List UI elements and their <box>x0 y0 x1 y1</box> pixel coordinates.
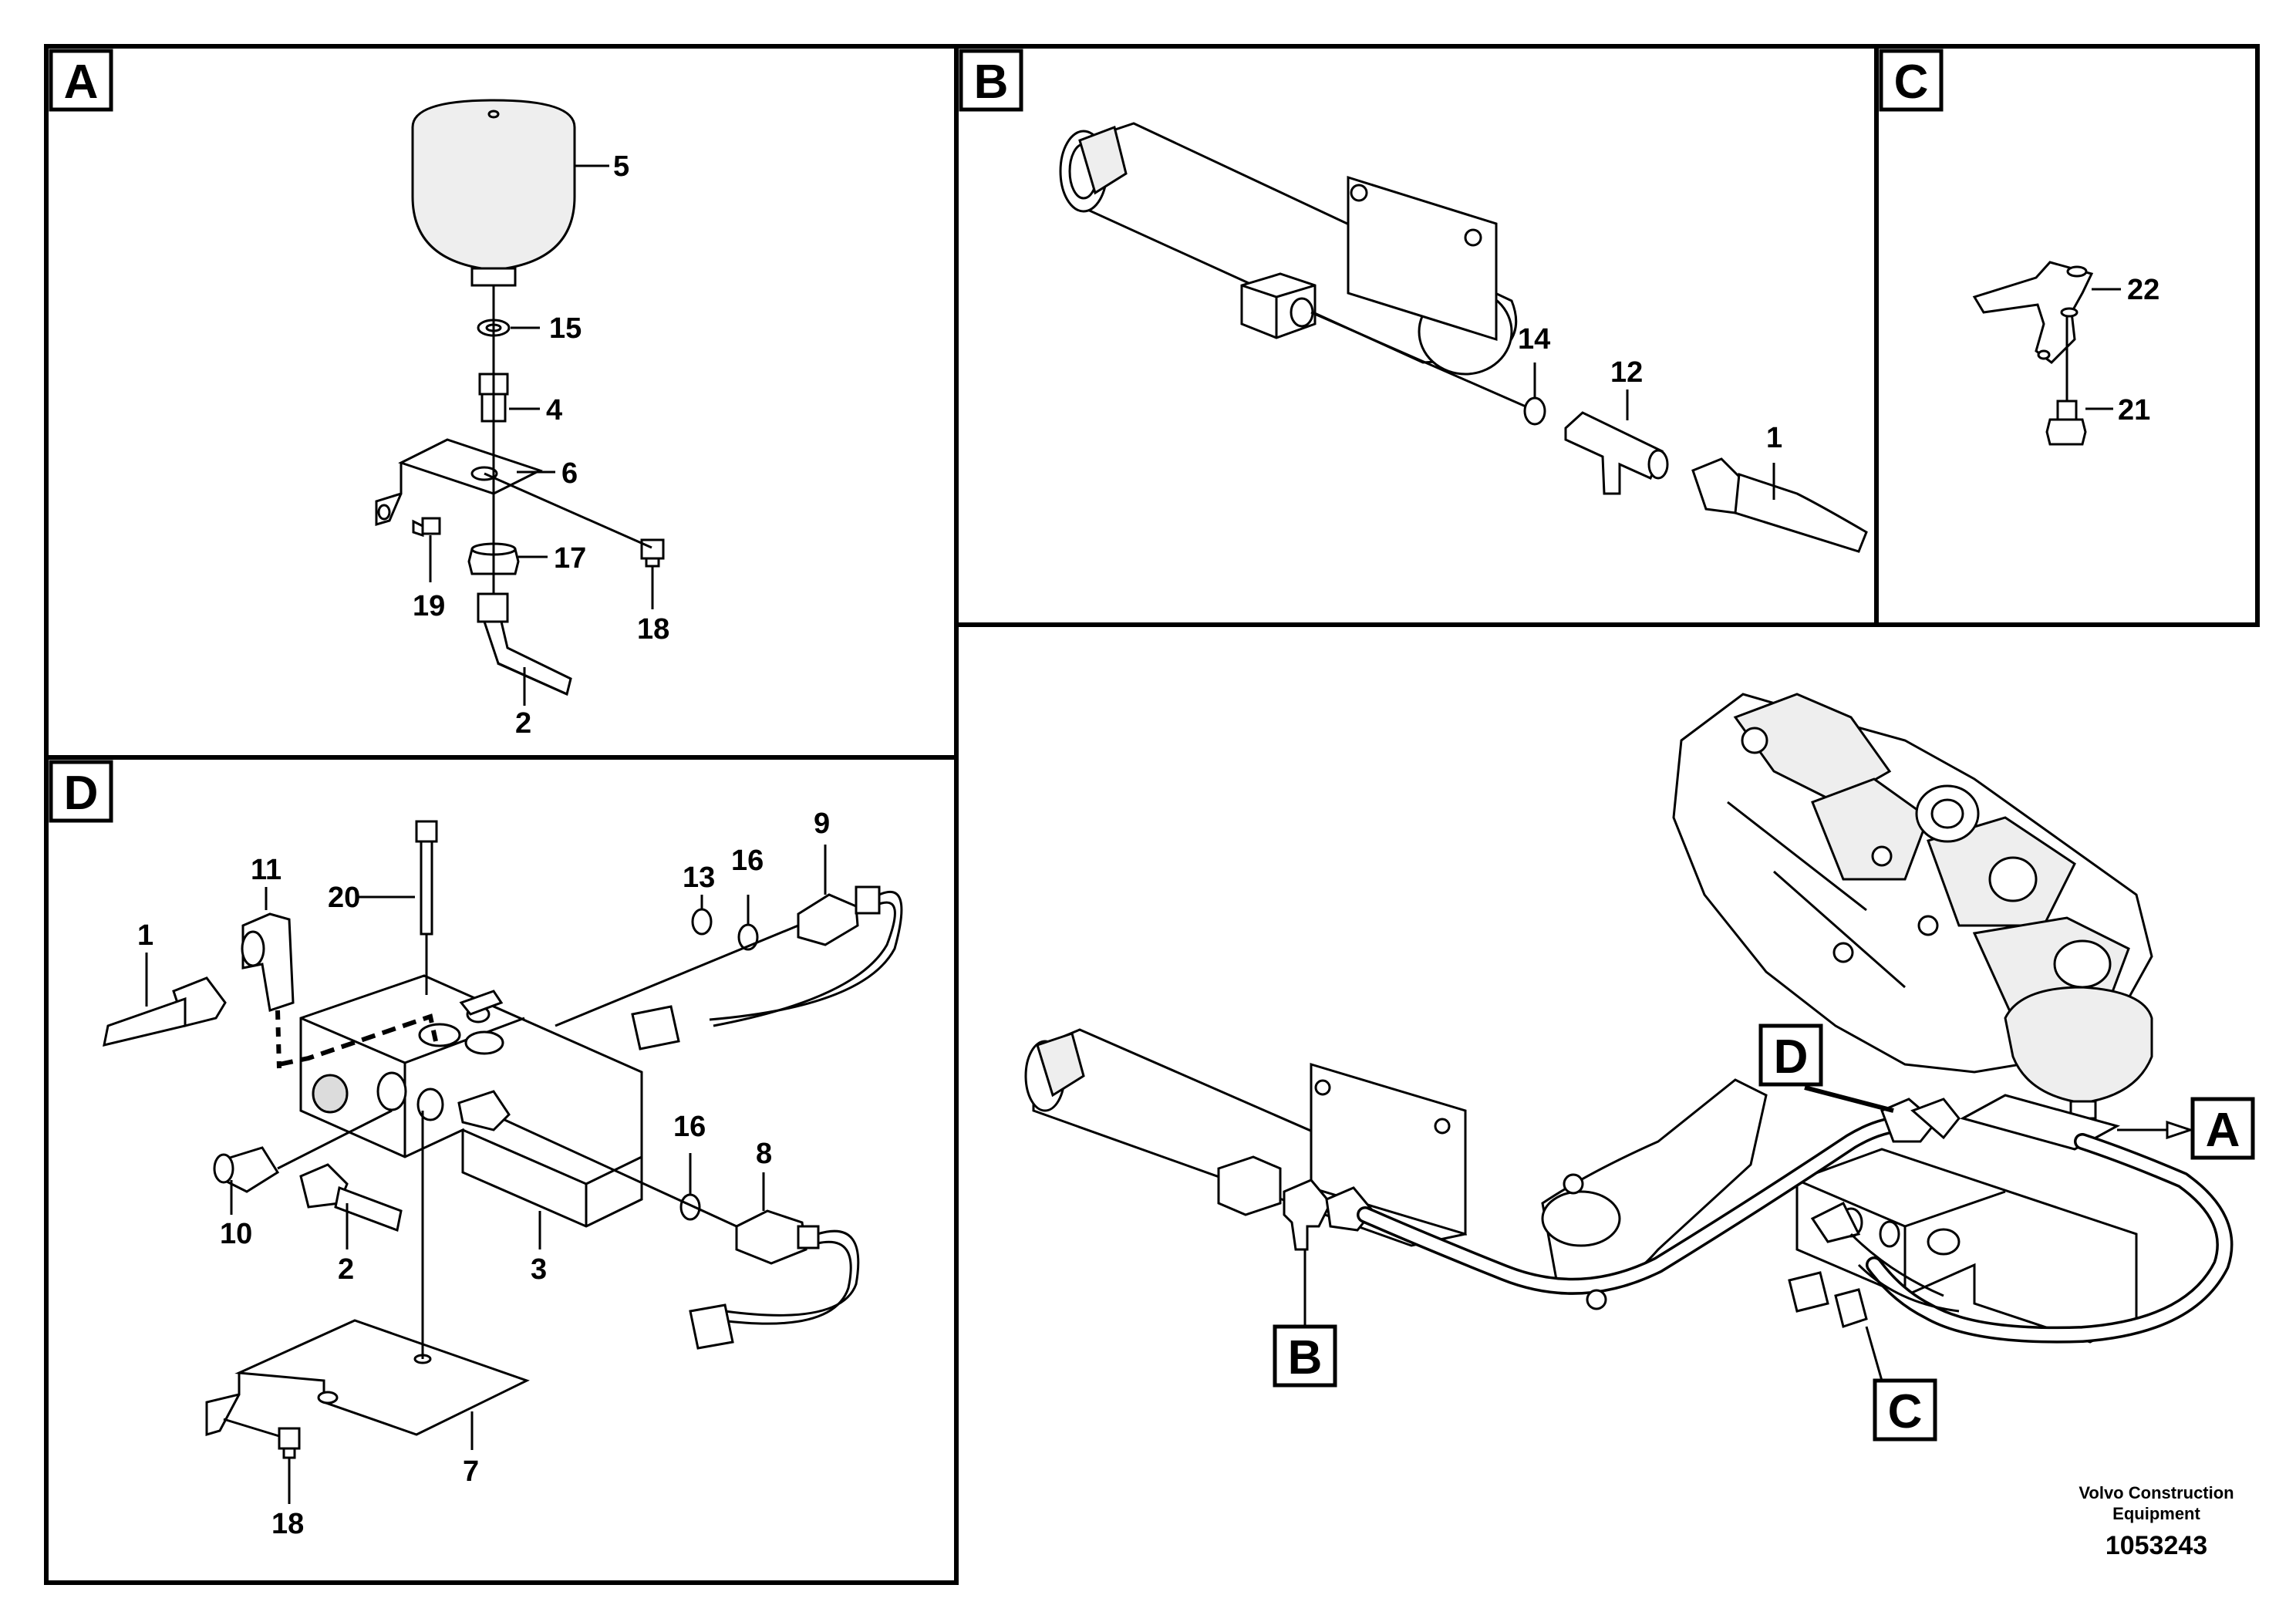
overview-valve-block <box>1795 1148 2138 1344</box>
sensor-part-8 <box>735 1209 807 1265</box>
callout-d-10: 10 <box>220 1218 252 1250</box>
overview-accumulator <box>2004 986 2153 1104</box>
panel-b-letter: B <box>959 49 1023 112</box>
callout-a-4: 4 <box>546 394 562 427</box>
panel-b-drawing: 14 12 1 <box>1059 122 1868 553</box>
bolt-d-part-18 <box>278 1427 301 1450</box>
footer: Volvo Construction Equipment 1053243 <box>2079 1483 2234 1560</box>
sensor-part-9 <box>797 893 859 946</box>
bolt-part-18 <box>640 538 665 560</box>
tee-fitting-part-12 <box>1564 411 1664 495</box>
svg-text:A: A <box>64 56 99 109</box>
callout-b-14: 14 <box>1518 323 1550 356</box>
company-line-2: Equipment <box>2112 1504 2200 1523</box>
panel-d-letter: D <box>49 760 113 823</box>
callout-d-1: 1 <box>137 919 153 952</box>
panel-c-drawing: 22 21 <box>1972 261 2159 446</box>
svg-text:B: B <box>1288 1331 1323 1384</box>
o-ring-part-13 <box>691 908 713 936</box>
bolt-part-20 <box>415 820 438 843</box>
svg-text:C: C <box>1888 1385 1923 1438</box>
callout-d-16a: 16 <box>731 845 764 877</box>
callout-d-20: 20 <box>328 882 360 914</box>
o-ring-part-14 <box>1523 396 1546 426</box>
panel-c-letter: C <box>1879 49 1944 112</box>
plate-part-7 <box>234 1319 530 1436</box>
svg-text:D: D <box>1774 1030 1809 1084</box>
washer-part-16b <box>679 1193 701 1221</box>
callout-c-22: 22 <box>2127 274 2159 306</box>
callout-a-18: 18 <box>637 613 669 646</box>
panel-a-letter: A <box>49 49 113 112</box>
callout-b-1: 1 <box>1766 422 1782 454</box>
overview-marker-c: C <box>1873 1378 1937 1442</box>
callout-d-11: 11 <box>251 854 282 886</box>
panel-a-drawing: 5 15 4 6 17 18 19 2 <box>375 99 669 740</box>
callout-a-5: 5 <box>613 150 629 183</box>
svg-text:C: C <box>1894 56 1929 109</box>
callout-d-9: 9 <box>814 808 830 840</box>
overview-marker-a: A <box>2190 1097 2255 1160</box>
callout-d-13: 13 <box>683 862 715 894</box>
panel-d-drawing: 1 11 20 13 16 9 16 8 10 2 3 7 18 <box>103 808 903 1540</box>
drawing-number: 1053243 <box>2106 1531 2207 1560</box>
callout-a-2: 2 <box>515 707 531 740</box>
callout-a-19: 19 <box>413 590 445 622</box>
bracket-part-6 <box>375 438 543 527</box>
callout-d-2: 2 <box>338 1253 354 1286</box>
mount-plate <box>1347 175 1498 342</box>
bolt-part-21 <box>2056 400 2078 421</box>
svg-text:B: B <box>974 56 1009 109</box>
callout-d-18: 18 <box>271 1508 304 1540</box>
svg-text:D: D <box>64 767 99 820</box>
accumulator-part-5 <box>411 99 576 271</box>
overview-drawing <box>1024 693 2234 1381</box>
hose-part-2 <box>482 620 572 696</box>
callout-a-15: 15 <box>549 312 582 345</box>
company-line-1: Volvo Construction <box>2079 1483 2234 1502</box>
callout-b-12: 12 <box>1610 356 1643 389</box>
callout-a-6: 6 <box>561 457 578 490</box>
callout-a-17: 17 <box>554 542 586 575</box>
panel-frames <box>44 44 2260 1585</box>
svg-text:A: A <box>2206 1104 2240 1157</box>
callout-d-8: 8 <box>756 1138 772 1170</box>
clamp-part-22 <box>1972 261 2094 364</box>
bolt-part-19 <box>421 517 441 535</box>
callout-d-16b: 16 <box>673 1111 706 1143</box>
callout-d-3: 3 <box>531 1253 547 1286</box>
callout-c-21: 21 <box>2118 394 2150 427</box>
callout-d-7: 7 <box>463 1455 479 1488</box>
panel-d-frame <box>44 755 959 1585</box>
overview-marker-b: B <box>1273 1324 1337 1388</box>
overview-marker-d: D <box>1758 1023 1823 1087</box>
